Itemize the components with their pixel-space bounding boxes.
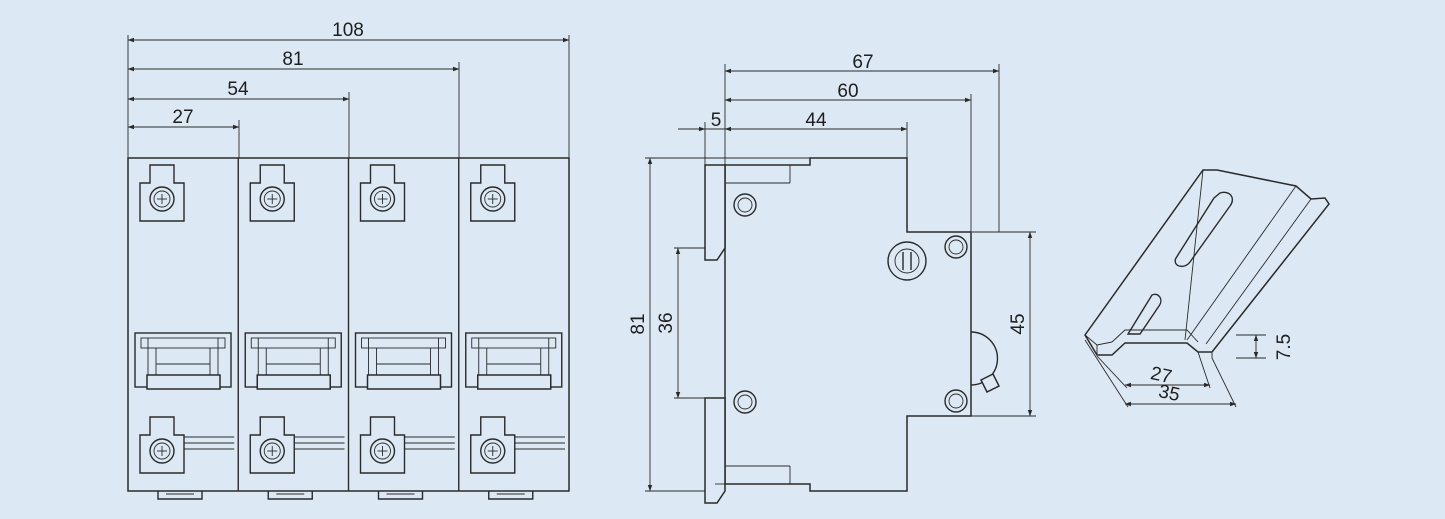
dim-label-35: 35 [1157, 381, 1182, 406]
pole-din-clip [157, 491, 203, 500]
side-screw [887, 241, 927, 281]
toggle-lever [970, 331, 1001, 394]
dim-label-27-rail: 27 [1149, 363, 1174, 388]
bottom-clip [704, 397, 726, 504]
poles [134, 158, 565, 500]
dim-label-7-5: 7.5 [1274, 334, 1295, 360]
side-rivets [733, 193, 968, 414]
dim-label-67: 67 [852, 52, 873, 73]
rail-profile [1084, 169, 1330, 356]
rail-dimensions: 7.5 27 35 [1084, 334, 1295, 408]
pole-toggle-handle [146, 374, 221, 390]
side-view: 67 60 44 5 81 36 45 [628, 52, 1036, 504]
bottom-screw-icon [149, 438, 175, 464]
bottom-screw-icon [259, 438, 285, 464]
front-dimensions: 108 81 54 27 [127, 20, 570, 130]
breaker-side-outline [724, 157, 972, 492]
pole-toggle-handle [366, 374, 442, 390]
top-screw-icon [149, 186, 175, 212]
dim-label-36: 36 [656, 312, 677, 333]
top-screw-icon [369, 186, 396, 212]
top-terminal [249, 164, 295, 222]
dim-label-45: 45 [1008, 313, 1029, 334]
dim-label-27: 27 [172, 107, 193, 128]
pole-din-clip [377, 491, 424, 500]
top-clip [704, 164, 726, 261]
pole-toggle-handle [477, 374, 552, 390]
din-rail: 7.5 27 35 [1084, 169, 1330, 408]
dim-label-81: 81 [282, 49, 303, 70]
dim-label-side-81: 81 [628, 313, 649, 334]
dim-label-44: 44 [805, 110, 827, 131]
dim-label-60: 60 [837, 81, 858, 102]
dim-label-54: 54 [227, 79, 249, 100]
front-extension-lines [127, 35, 570, 158]
bottom-screw-icon [369, 438, 396, 464]
rail-slot-upper [1174, 191, 1234, 268]
pole-din-clip [488, 491, 534, 500]
top-screw-icon [480, 186, 506, 212]
bottom-terminal [470, 416, 516, 474]
bottom-terminal [359, 416, 406, 474]
side-dimensions: 67 60 44 5 81 36 45 [628, 52, 1033, 492]
rail-slot-lower [1126, 293, 1162, 335]
pole-toggle-handle [256, 374, 331, 390]
bottom-terminal [139, 416, 185, 474]
top-terminal [139, 164, 185, 222]
top-terminal [470, 164, 516, 222]
front-view: 108 81 54 27 [127, 20, 570, 500]
top-terminal [359, 164, 406, 222]
dim-label-5: 5 [711, 110, 722, 131]
dim-label-108: 108 [332, 20, 364, 41]
bottom-terminal [249, 416, 295, 474]
bottom-screw-icon [480, 438, 506, 464]
pole-din-clip [267, 491, 313, 500]
top-screw-icon [259, 186, 285, 212]
